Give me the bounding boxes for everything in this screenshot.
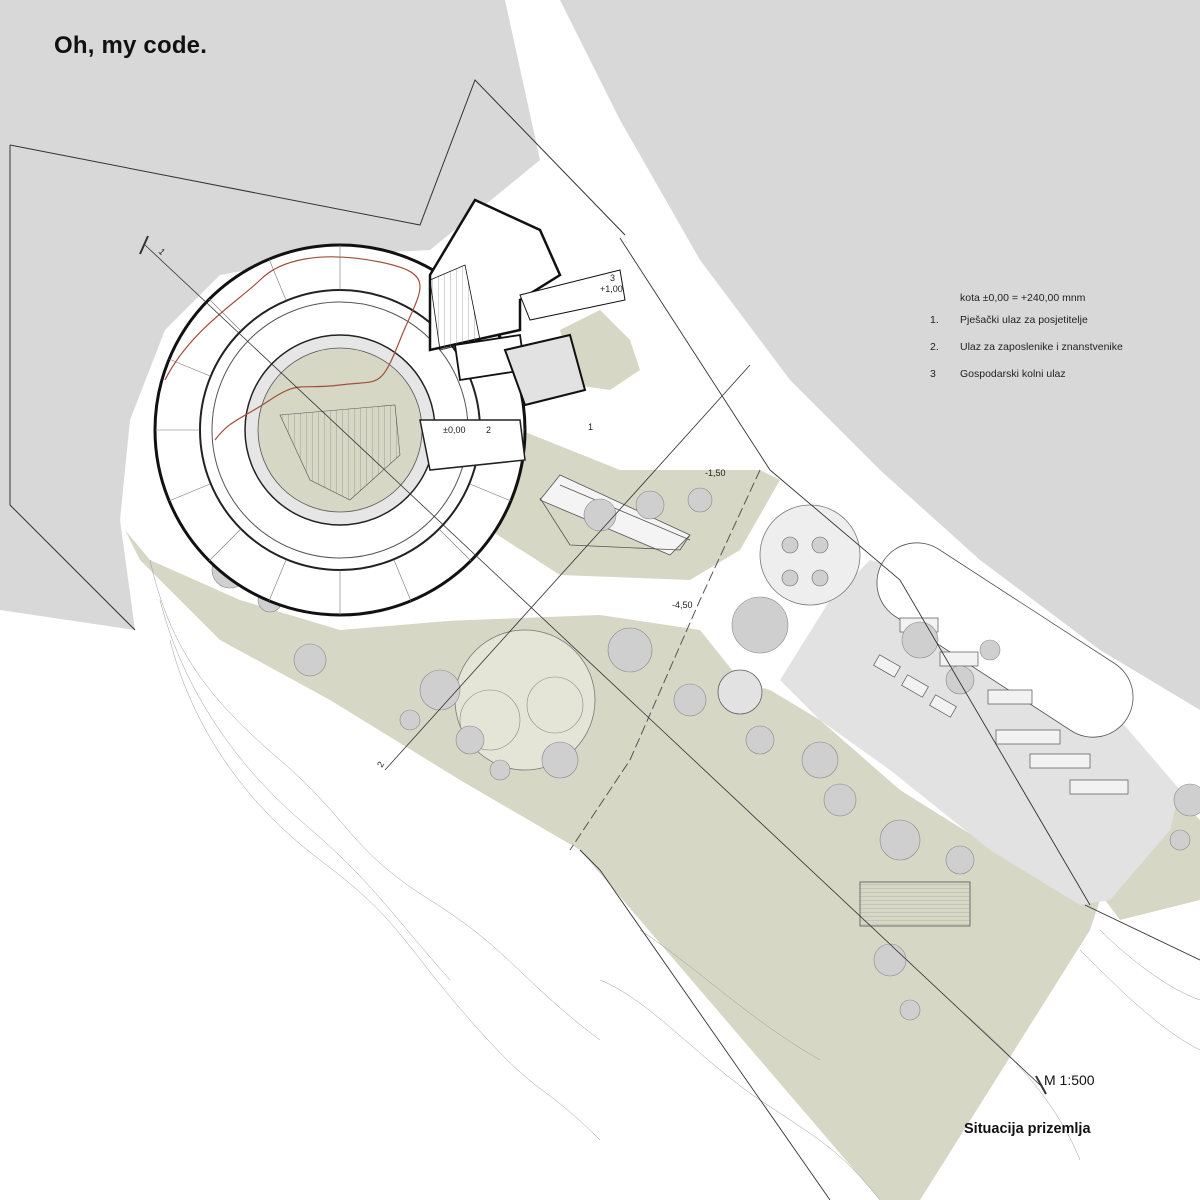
contour-red <box>164 256 421 441</box>
entrance-canopy <box>419 419 526 471</box>
parcel-boundary-north <box>9 79 626 236</box>
section-marker-1: 1 <box>157 246 168 257</box>
parcel-boundary <box>9 145 136 631</box>
survey-lines <box>579 237 1200 1200</box>
watermark-text: Oh, my code. <box>54 32 208 59</box>
entrance-marker-3: 3 <box>610 273 615 283</box>
legend-item: 1. Pješački ulaz za posjetitelje <box>930 314 1180 326</box>
plan-scale: M 1:500 <box>1044 1072 1095 1088</box>
parking-island <box>876 542 1134 738</box>
level-label-b: -4,50 <box>672 600 693 610</box>
level-label-upper: +1,00 <box>600 284 623 294</box>
garden-inner-circle <box>459 689 521 751</box>
main-promenade <box>340 460 860 690</box>
legend-item-number: 3 <box>930 368 936 380</box>
legend-item: 3 Gospodarski kolni ulaz <box>930 368 1180 380</box>
elevation-reference: kota ±0,00 = +240,00 mnm <box>960 292 1086 304</box>
legend-item-text: Ulaz za zaposlenike i znanstvenike <box>960 341 1123 353</box>
plaza-seats <box>781 536 829 587</box>
terrain-area-northwest <box>0 0 1200 760</box>
legend-item: 2. Ulaz za zaposlenike i znanstvenike <box>930 341 1180 353</box>
legend-item-text: Pješački ulaz za posjetitelje <box>960 314 1088 326</box>
amphitheatre-seating <box>279 404 401 501</box>
plan-title: Situacija prizemlja <box>964 1121 1091 1137</box>
parking-area <box>780 560 1180 905</box>
level-label-entry: ±0,00 <box>443 425 465 435</box>
annex-building <box>428 198 626 407</box>
ramp-walkway-2 <box>539 497 691 551</box>
legend: kota ±0,00 = +240,00 mnm 1. Pješački ula… <box>930 292 1180 395</box>
landscape-band-south <box>125 530 1100 1200</box>
legend-item-number: 1. <box>930 314 939 326</box>
legend-item-text: Gospodarski kolni ulaz <box>960 368 1066 380</box>
garden-inner-circle-2 <box>526 676 584 734</box>
cross-path <box>569 469 761 851</box>
entrance-marker-2: 2 <box>486 425 491 435</box>
legend-item-number: 2. <box>930 341 939 353</box>
shelter-structure <box>859 881 971 927</box>
terrain-area-west <box>0 0 540 630</box>
section-marker-2: 2 <box>375 760 386 769</box>
contour-lines <box>149 559 1200 1200</box>
section-line-2-2 <box>384 364 751 771</box>
plaza-circle <box>759 504 861 606</box>
small-plaza <box>717 669 763 715</box>
entrance-marker-1: 1 <box>588 422 593 432</box>
section-line-1-1 <box>139 235 1047 1095</box>
level-label-a: -1,50 <box>705 468 726 478</box>
